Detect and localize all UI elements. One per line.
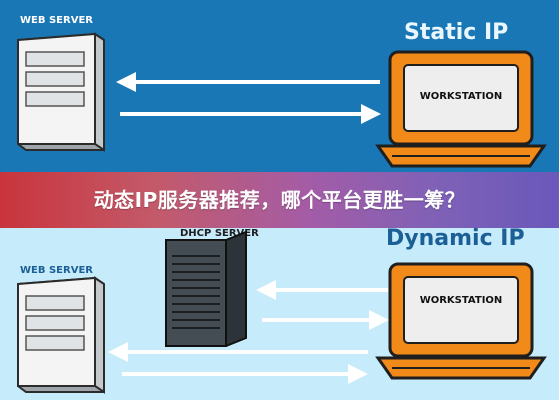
title-banner [0, 172, 559, 228]
static-ip-diagram [17, 32, 547, 168]
server-icon [17, 276, 105, 394]
arrow-left-icon [256, 280, 388, 300]
arrow-right-icon [120, 104, 381, 124]
arrow-left-icon [108, 342, 368, 362]
banner-title: 动态IP服务器推荐，哪个平台更胜一筹？ [93, 188, 466, 212]
arrow-right-icon [262, 310, 389, 330]
dhcp-server-label: DHCP SERVER [180, 228, 259, 239]
static-ip-title: Static IP [404, 20, 509, 45]
bottom-web-server-label: WEB SERVER [20, 265, 93, 276]
top-web-server-label: WEB SERVER [20, 15, 93, 26]
dhcp-server-icon [165, 230, 247, 347]
bottom-workstation-label: WORKSTATION [419, 295, 503, 306]
dynamic-ip-diagram [17, 230, 547, 394]
top-workstation-label: WORKSTATION [419, 91, 503, 102]
server-icon [17, 32, 105, 152]
workstation-icon [375, 262, 547, 380]
arrow-left-icon [116, 72, 380, 92]
workstation-icon [375, 50, 547, 168]
arrow-right-icon [122, 364, 368, 384]
dynamic-ip-title: Dynamic IP [386, 226, 525, 251]
